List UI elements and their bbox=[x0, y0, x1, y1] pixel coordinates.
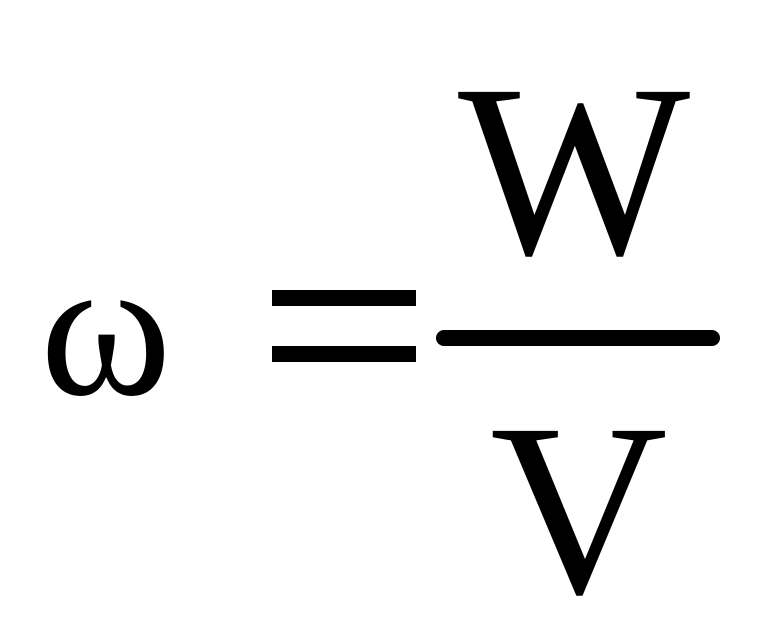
fraction-numerator: W bbox=[458, 35, 691, 307]
fraction-denominator: V bbox=[490, 374, 668, 643]
fraction-line bbox=[436, 330, 720, 346]
formula-lhs-omega: ω bbox=[40, 217, 172, 438]
equals-bar-bottom bbox=[272, 346, 416, 362]
equals-bar-top bbox=[272, 290, 416, 306]
